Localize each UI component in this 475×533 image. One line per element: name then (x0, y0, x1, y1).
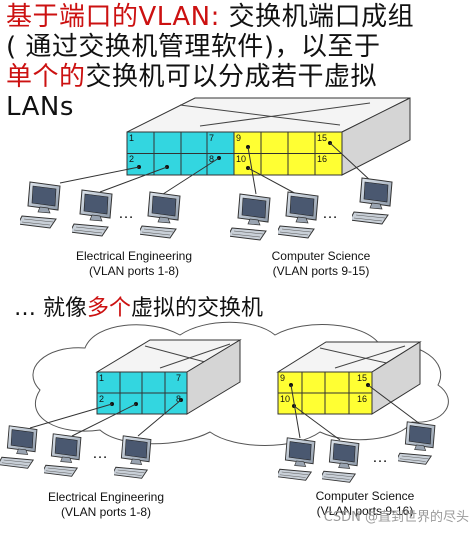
bottom-cs-ellipsis: … (372, 449, 388, 466)
top-cs-pc-1 (230, 193, 271, 241)
bottom-cs-port-9: 9 (280, 373, 285, 383)
bottom-cs-port-15: 15 (357, 373, 367, 383)
bottom-ee-ellipsis: … (92, 445, 108, 462)
bottom-ee-port-7: 7 (176, 373, 181, 383)
top-ee-pc-3 (140, 191, 181, 239)
bottom-cs-caption: Computer Science (VLAN ports 9-16) (290, 489, 440, 519)
heading-red-term: 基于端口的VLAN: (6, 2, 220, 32)
bottom-ee-pc-2 (44, 433, 82, 477)
subhead: … 就像多个虚拟的交换机 (14, 295, 263, 323)
top-cs-ports: (VLAN ports 9-15) (272, 264, 370, 278)
top-cs-pc-3 (352, 177, 393, 225)
top-ee-caption: Electrical Engineering (VLAN ports 1-8) (54, 249, 214, 279)
heading-line-2: ( 通过交换机管理软件)，以至于 (6, 32, 381, 62)
bottom-ee-caption: Electrical Engineering (VLAN ports 1-8) (26, 490, 186, 520)
port-label-16: 16 (317, 154, 327, 164)
watermark: CSDN @直到世界的尽头 (323, 510, 469, 525)
bottom-cs-port-16: 16 (357, 394, 367, 404)
port-label-7: 7 (209, 133, 214, 143)
subhead-prefix: … 就像 (14, 296, 87, 321)
bottom-ee-pc-3 (114, 435, 152, 479)
bottom-ee-name: Electrical Engineering (47, 490, 165, 504)
top-ee-pc-2 (72, 189, 113, 237)
heading-line-3: 单个的交换机可以分成若干虚拟 (6, 62, 468, 92)
port-label-1: 1 (129, 133, 134, 143)
bottom-switch-ee: 1 7 2 8 (95, 339, 242, 415)
top-cs-ellipsis: … (322, 205, 338, 222)
bottom-ee-port-1: 1 (99, 373, 104, 383)
port-label-2: 2 (129, 154, 134, 164)
bottom-ee-pc-1 (0, 425, 38, 469)
top-cables (59, 142, 373, 197)
subhead-red: 多个 (87, 296, 132, 321)
port-label-8: 8 (209, 154, 214, 164)
bottom-cs-name: Computer Science (315, 489, 415, 503)
port-label-15: 15 (317, 133, 327, 143)
top-ee-ellipsis: … (118, 205, 134, 222)
heading-text-3: 交换机可以分成若干虚拟 (85, 62, 378, 92)
top-cs-pc-2 (278, 191, 319, 239)
bottom-cs-pc-2 (322, 439, 360, 483)
subhead-suffix: 虚拟的交换机 (131, 296, 264, 321)
top-switch-cross-2 (199, 102, 371, 127)
port-label-9: 9 (236, 133, 241, 143)
top-switch: 1 2 7 8 9 10 15 16 (126, 97, 411, 176)
bottom-ee-ports: (VLAN ports 1-8) (60, 505, 152, 519)
bottom-switch-cs: 9 15 10 16 (276, 341, 422, 415)
bottom-ee-port-8: 8 (176, 394, 181, 404)
heading-red-single: 单个的 (6, 62, 86, 92)
port-label-10: 10 (236, 154, 246, 164)
bottom-cables (29, 384, 421, 441)
top-cs-name: Computer Science (271, 249, 371, 263)
bottom-ee-port-2: 2 (99, 394, 104, 404)
top-switch-cross-1 (179, 104, 341, 126)
bottom-cs-ports: (VLAN ports 9-16) (316, 504, 414, 518)
heading-line-1: 基于端口的VLAN: 交换机端口成组 (6, 2, 468, 32)
top-cs-caption: Computer Science (VLAN ports 9-15) (246, 249, 396, 279)
heading-line-4: LANs (6, 92, 74, 122)
top-ee-name: Electrical Engineering (75, 249, 193, 263)
bottom-cs-port-10: 10 (280, 394, 290, 404)
heading-text: 交换机端口成组 (219, 2, 415, 32)
top-ee-ports: (VLAN ports 1-8) (88, 264, 180, 278)
top-ee-pc-1 (20, 181, 61, 229)
page-title: 基于端口的VLAN: 交换机端口成组 ( 通过交换机管理软件)，以至于 单个的交… (6, 2, 468, 122)
